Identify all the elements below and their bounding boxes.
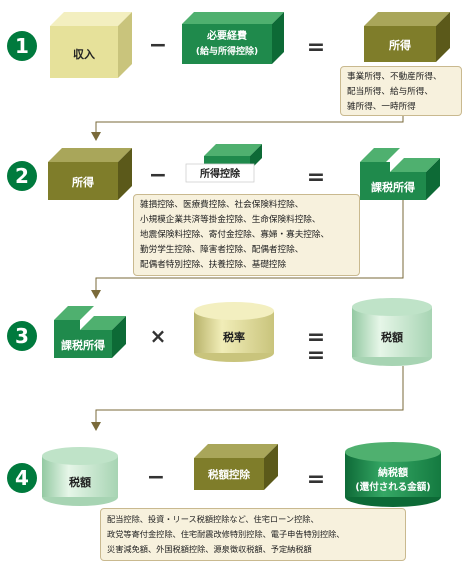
- step-1-equals: =: [307, 35, 325, 60]
- step-3-operand-1-label: 課税所得: [61, 338, 105, 352]
- step-2-deduction-box: 所得控除: [185, 144, 262, 183]
- connector-1-2: [91, 116, 404, 141]
- step-1-result-label: 所得: [389, 38, 411, 52]
- step-4-operand-1-label: 税額: [69, 475, 91, 489]
- step-3: 3 課税所得 × 税率 = = 税額: [7, 298, 432, 368]
- step-4-operand-2-label: 税額控除: [208, 468, 250, 481]
- step-3-equals-top: =: [307, 325, 325, 350]
- step-4-note-line: 災害減免額、外国税額控除、源泉徴収税額、予定納税額: [107, 544, 312, 554]
- step-2-result-box: 課税所得: [360, 148, 440, 200]
- step-4-payment-cylinder: 納税額 (還付される金額): [345, 442, 441, 507]
- step-1-operand-2-line-2: (給与所得控除): [196, 45, 258, 57]
- step-4-equals: =: [307, 467, 325, 492]
- step-1-note-line: 雑所得、一時所得: [347, 102, 416, 112]
- step-2-operator: −: [149, 163, 167, 188]
- step-2-note-line: 小規模企業共済等掛金控除、生命保険料控除、: [140, 215, 321, 225]
- step-4-result-line-2: (還付される金額): [355, 481, 430, 493]
- step-1-note: 事業所得、不動産所得、 配当所得、給与所得、 雑所得、一時所得: [340, 66, 462, 116]
- step-2-equals: =: [307, 165, 325, 190]
- step-3-tax-rate-cylinder: 税率: [194, 302, 274, 362]
- step-4-note: 配当控除、投資・リース税額控除など、住宅ローン控除、 政党等寄付金控除、住宅耐震…: [100, 508, 406, 561]
- step-4-number: 4: [15, 466, 29, 490]
- step-2-income-box: 所得: [48, 148, 132, 200]
- step-1-operand-2-line-1: 必要経費: [206, 29, 247, 42]
- step-2-note-line: 雑損控除、医療費控除、社会保険料控除、: [140, 200, 304, 210]
- step-3-tax-amount-cylinder: 税額: [352, 298, 432, 366]
- step-3-taxable-income-box: 課税所得: [54, 306, 126, 358]
- step-4-result-line-1: 納税額: [378, 466, 408, 479]
- step-2-number: 2: [15, 164, 29, 188]
- step-1-note-line: 事業所得、不動産所得、: [347, 72, 442, 82]
- step-1-operator: −: [149, 33, 167, 58]
- step-2-operand-2-label: 所得控除: [200, 167, 241, 180]
- connector-3-4: [91, 366, 404, 431]
- step-4-note-line: 政党等寄付金控除、住宅耐震改修特別控除、電子申告特別控除、: [107, 529, 345, 539]
- step-1-income-box: 収入: [50, 12, 132, 78]
- step-4-note-line: 配当控除、投資・リース税額控除など、住宅ローン控除、: [107, 514, 319, 524]
- step-1-badge: 1: [7, 31, 37, 61]
- step-2-badge: 2: [7, 161, 37, 191]
- step-2-note-line: 配偶者特別控除、扶養控除、基礎控除: [140, 260, 287, 270]
- step-4: 4 税額 − 税額控除 = 納税額 (還付される金額): [7, 442, 441, 507]
- step-3-result-label: 税額: [381, 330, 403, 344]
- step-2-result-label: 課税所得: [371, 180, 415, 194]
- step-4-tax-amount-cylinder: 税額: [42, 447, 118, 506]
- step-1: 1 収入 − 必要経費 (給与所得控除) = 所得: [7, 12, 450, 78]
- step-4-operator: −: [147, 465, 165, 490]
- step-2: 2 所得 − 所得控除 = 課税所得: [7, 144, 440, 200]
- step-3-badge: 3: [7, 321, 37, 351]
- step-3-operator: ×: [150, 324, 167, 348]
- step-2-operand-1-label: 所得: [72, 175, 94, 189]
- step-4-badge: 4: [7, 463, 37, 493]
- step-1-note-line: 配当所得、給与所得、: [347, 87, 433, 97]
- step-1-expense-box: 必要経費 (給与所得控除): [182, 12, 284, 64]
- step-3-equals-bottom: =: [307, 343, 325, 368]
- step-1-operand-1-label: 収入: [73, 48, 95, 61]
- step-3-number: 3: [15, 324, 29, 348]
- step-4-tax-credit-box: 税額控除: [194, 444, 278, 490]
- connector-2-3: [91, 200, 404, 299]
- step-2-note: 雑損控除、医療費控除、社会保険料控除、 小規模企業共済等掛金控除、生命保険料控除…: [133, 194, 360, 276]
- step-1-number: 1: [15, 34, 29, 58]
- step-2-note-line: 勤労学生控除、障害者控除、配偶者控除、: [140, 245, 304, 255]
- step-2-note-line: 地震保険料控除、寄付金控除、寡婦・寡夫控除、: [140, 230, 330, 240]
- step-3-operand-2-label: 税率: [223, 330, 245, 344]
- step-1-result-box: 所得: [364, 12, 450, 62]
